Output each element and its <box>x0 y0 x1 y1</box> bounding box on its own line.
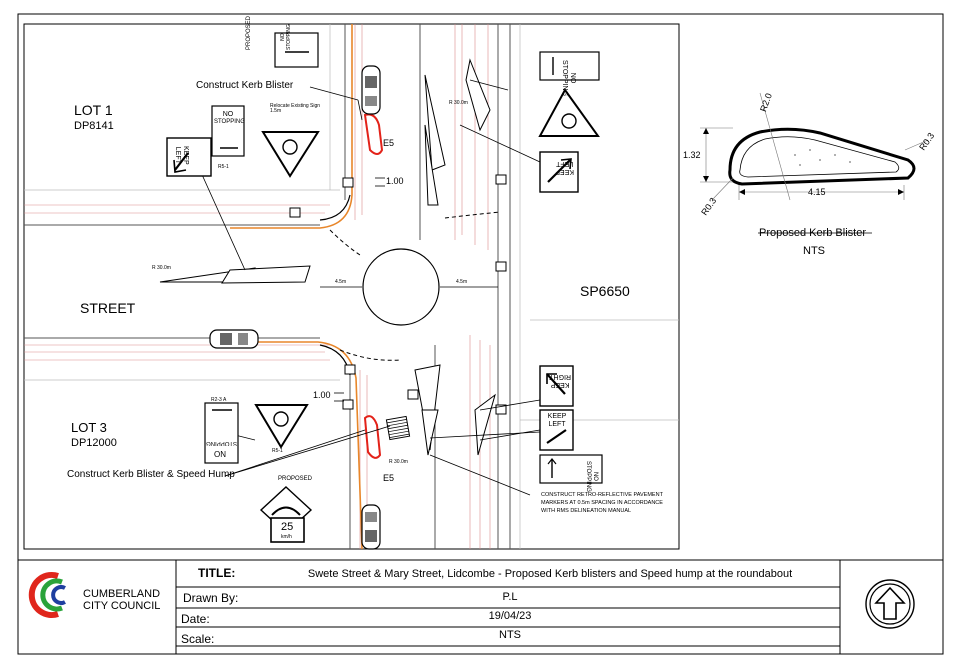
radius-label-south: R 30.0m <box>389 459 408 465</box>
roundabout <box>362 248 440 326</box>
sign-r-code2-sw: R2-3 A <box>211 397 227 403</box>
detail-scale: NTS <box>803 245 825 257</box>
lot1-label: LOT 1 <box>74 102 113 118</box>
proposed-label-top: PROPOSED <box>246 15 252 50</box>
pavement-note-3: WITH RMS DELINEATION MANUAL <box>541 508 632 514</box>
scale-label: Scale: <box>181 632 215 646</box>
sign-give-way-roundabout-sw <box>254 404 309 449</box>
dim-45-east: 4.5m <box>456 279 468 285</box>
sp-label: SP6650 <box>580 283 630 299</box>
title-label: TITLE: <box>198 566 236 580</box>
scale-value: NTS <box>499 629 521 641</box>
proposed-label-bottom: PROPOSED <box>278 476 313 482</box>
title-block <box>18 559 943 654</box>
sign-keep-right-se <box>539 365 574 407</box>
car-south <box>361 504 381 550</box>
drawing-title: Swete Street & Mary Street, Lidcombe - P… <box>307 568 793 580</box>
street-label: STREET <box>80 300 136 316</box>
date-label: Date: <box>181 612 210 626</box>
lot1-dp: DP8141 <box>74 120 114 132</box>
org-name-line1: CUMBERLAND <box>83 588 161 600</box>
sign-no-stopping-sw-on: ON <box>214 450 226 459</box>
relocate-note: Relocate Existing Sign 1.5m <box>270 103 321 114</box>
sign-r-code-nw: R5-1 <box>218 164 229 170</box>
council-logo <box>28 572 66 618</box>
car-west <box>209 329 259 349</box>
sign-no-stopping-sw <box>204 402 239 464</box>
speed-hump <box>385 415 411 441</box>
sign-speed-25 <box>270 517 305 543</box>
sign-keep-left-se <box>539 409 574 451</box>
sign-no-stopping-nw <box>211 105 245 157</box>
callout-top: Construct Kerb Blister <box>196 80 294 91</box>
sign-give-way-roundabout-nw <box>261 131 320 178</box>
sign-no-stopping-top <box>274 32 319 68</box>
sign-no-stopping-se <box>539 454 603 484</box>
sign-r-code-sw: R5-1 <box>272 448 283 454</box>
kerb-blister-south <box>363 415 382 459</box>
sign-keep-left-nw <box>166 137 212 177</box>
speed-value: 25 <box>281 521 294 533</box>
sign-keep-left-ne <box>539 151 579 193</box>
lot3-label: LOT 3 <box>71 420 107 435</box>
sign-no-stopping-ne <box>539 51 600 81</box>
radius-label-west: R 30.0m <box>152 265 171 271</box>
detail-title: Proposed Kerb Blister <box>759 227 866 239</box>
detail-dim-height: 1.32 <box>683 150 701 160</box>
callout-bottom: Construct Kerb Blister & Speed Hump <box>67 469 235 480</box>
dim-45-west: 4.5m <box>335 279 347 285</box>
pavement-note-1: CONSTRUCT RETRO-REFLECTIVE PAVEMENT <box>541 492 663 498</box>
radius-label-north: R 30.0m <box>449 100 468 106</box>
date-value: 19/04/23 <box>488 610 532 622</box>
sheet-border <box>17 13 944 655</box>
kerb-blister-detail <box>700 92 929 234</box>
org-name-line2: CITY COUNCIL <box>83 600 161 612</box>
kerb-blister-north <box>363 113 384 155</box>
e5-label-north: E5 <box>383 138 395 148</box>
sign-give-way-roundabout-ne <box>538 88 600 137</box>
drawn-by-label: Drawn By: <box>183 591 239 605</box>
dim-100-south: 1.00 <box>313 390 331 400</box>
speed-unit: km/h <box>281 534 292 540</box>
detail-dim-length: 4.15 <box>808 187 826 197</box>
lot3-dp: DP12000 <box>71 437 117 449</box>
e5-label-south: E5 <box>383 473 395 483</box>
car-north <box>361 65 381 115</box>
sign-no-stopping-sw-text: STOPPING <box>206 440 237 446</box>
pavement-note-2: MARKERS AT 0.5m SPACING IN ACCORDANCE <box>541 500 663 506</box>
drawn-by-value: P.L <box>502 591 518 603</box>
north-arrow-icon <box>865 579 915 629</box>
dim-100-north: 1.00 <box>386 176 404 186</box>
